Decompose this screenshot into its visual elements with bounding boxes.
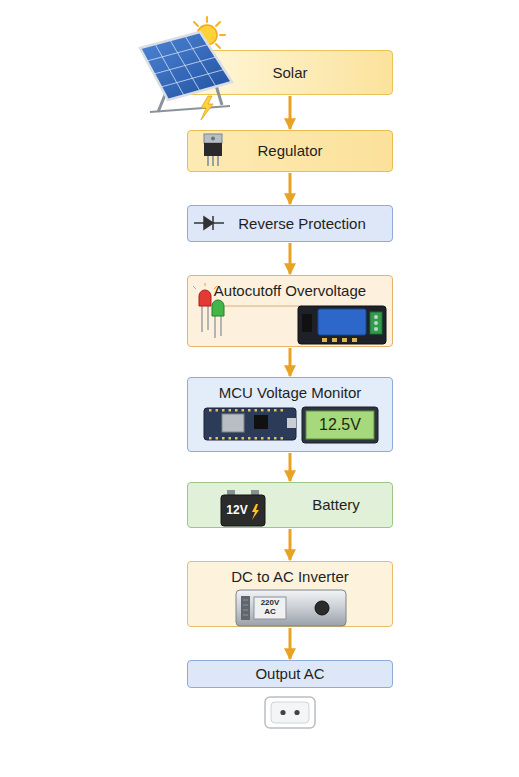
box-title: Output AC bbox=[255, 665, 324, 683]
box-title: Autocutoff Overvoltage bbox=[214, 282, 366, 300]
flow-arrow bbox=[289, 348, 292, 376]
process-box: Battery bbox=[187, 482, 393, 528]
flow-arrow bbox=[289, 243, 292, 274]
flow-arrow bbox=[289, 529, 292, 560]
relay-module-icon bbox=[298, 306, 386, 344]
process-box: MCU Voltage Monitor bbox=[187, 377, 393, 452]
solar-panel-icon bbox=[140, 32, 232, 112]
diode-symbol bbox=[194, 216, 224, 230]
lightning-icon bbox=[201, 96, 213, 120]
box-title: Reverse Protection bbox=[238, 215, 366, 233]
sun-icon bbox=[189, 17, 225, 53]
flow-arrow bbox=[289, 96, 292, 129]
inverter-rating: 220V AC bbox=[254, 597, 286, 619]
box-title: Regulator bbox=[257, 142, 322, 160]
inverter-icon bbox=[236, 590, 346, 626]
box-title: DC to AC Inverter bbox=[231, 568, 349, 586]
box-title: Battery bbox=[312, 496, 360, 514]
flow-arrow bbox=[289, 453, 292, 481]
led-icons bbox=[193, 283, 302, 338]
process-box: Output AC bbox=[187, 660, 393, 688]
mcu-board-icon bbox=[204, 408, 296, 440]
lcd-display-icon bbox=[302, 407, 378, 443]
display-reading: 12.5V bbox=[306, 411, 374, 439]
box-title: MCU Voltage Monitor bbox=[219, 384, 362, 402]
regulator-icon bbox=[204, 134, 222, 166]
battery-voltage: 12V bbox=[221, 502, 253, 520]
flow-arrow bbox=[289, 628, 292, 659]
battery-icon bbox=[221, 490, 265, 526]
flow-arrow bbox=[289, 173, 292, 204]
process-box: Solar bbox=[187, 50, 393, 95]
socket-icon bbox=[265, 697, 315, 728]
process-box: Autocutoff Overvoltage bbox=[187, 275, 393, 347]
process-box: DC to AC Inverter bbox=[187, 561, 393, 627]
box-title: Solar bbox=[272, 64, 307, 82]
process-box: Reverse Protection bbox=[187, 205, 393, 242]
process-box: Regulator bbox=[187, 130, 393, 172]
